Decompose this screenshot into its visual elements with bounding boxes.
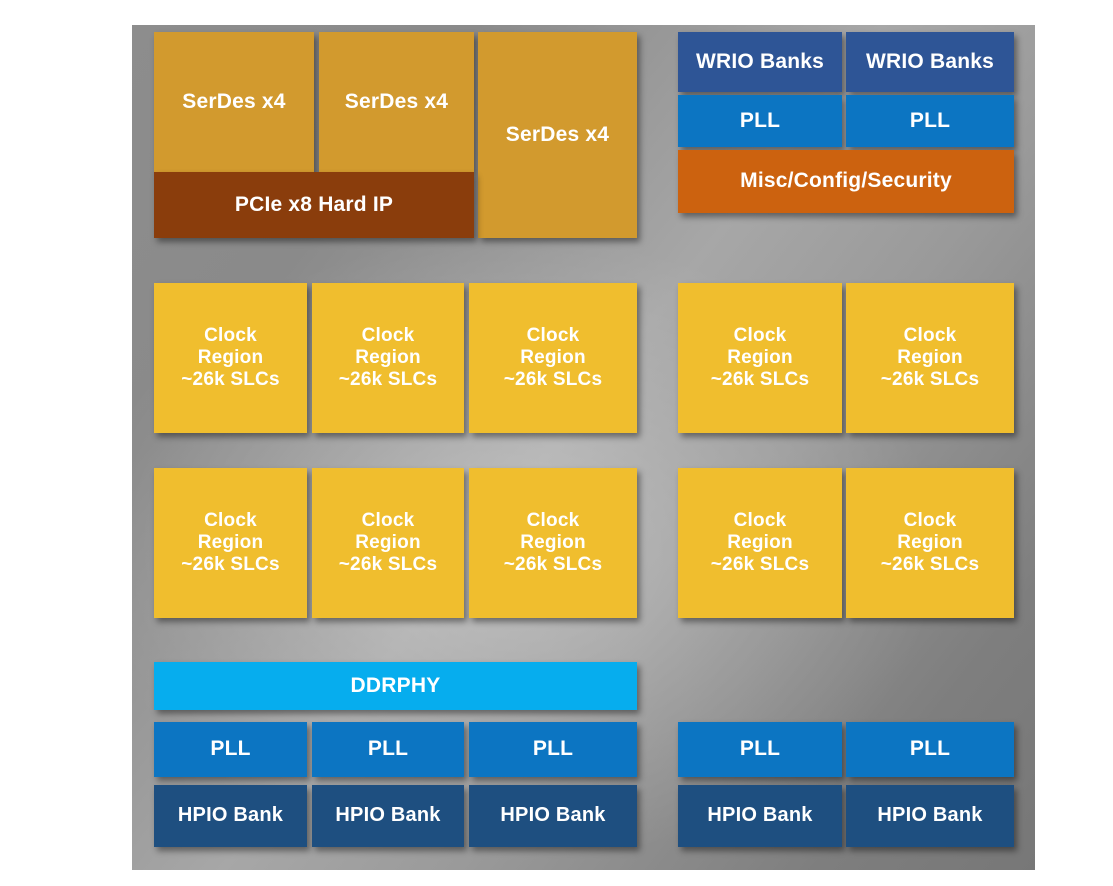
clock-region-line2: Region (197, 531, 264, 553)
hpio-bank-block-right-1[interactable]: HPIO Bank (678, 785, 842, 847)
clock-region-l1c2[interactable]: Clock Region ~26k SLCs (312, 283, 464, 433)
clock-region-line1: Clock (361, 509, 415, 531)
serdes-block-2[interactable]: SerDes x4 (319, 32, 474, 172)
clock-region-line3: ~26k SLCs (338, 369, 438, 391)
hpio-bank-block-left-2[interactable]: HPIO Bank (312, 785, 464, 847)
hpio-bank-block-right-2-label: HPIO Bank (877, 804, 983, 827)
clock-region-line1: Clock (903, 324, 957, 346)
clock-region-r2c1[interactable]: Clock Region ~26k SLCs (678, 468, 842, 618)
misc-config-security-label: Misc/Config/Security (740, 169, 952, 193)
clock-region-l2c3[interactable]: Clock Region ~26k SLCs (469, 468, 637, 618)
clock-region-line2: Region (727, 346, 793, 368)
ddrphy-block[interactable]: DDRPHY (154, 662, 637, 710)
pll-block-bottom-left-1-label: PLL (210, 737, 251, 761)
clock-region-l2c1[interactable]: Clock Region ~26k SLCs (154, 468, 307, 618)
clock-region-l1c3[interactable]: Clock Region ~26k SLCs (469, 283, 637, 433)
clock-region-line2: Region (355, 346, 421, 368)
clock-region-line1: Clock (204, 509, 257, 531)
serdes-block-1[interactable]: SerDes x4 (154, 32, 314, 172)
serdes-block-3[interactable]: SerDes x4 (478, 32, 637, 238)
pll-block-bottom-left-1[interactable]: PLL (154, 722, 307, 777)
clock-region-l2c2[interactable]: Clock Region ~26k SLCs (312, 468, 464, 618)
pll-block-top-2-label: PLL (909, 108, 951, 132)
clock-region-r1c1-labels: Clock Region ~26k SLCs (711, 325, 809, 391)
pll-block-bottom-right-2-label: PLL (909, 737, 951, 761)
clock-region-line3: ~26k SLCs (181, 554, 280, 576)
pll-block-bottom-left-2[interactable]: PLL (312, 722, 464, 777)
hpio-bank-block-right-2[interactable]: HPIO Bank (846, 785, 1014, 847)
clock-region-l1c1-labels: Clock Region ~26k SLCs (181, 325, 279, 391)
clock-region-l1c2-labels: Clock Region ~26k SLCs (339, 325, 437, 391)
clock-region-l2c2-labels: Clock Region ~26k SLCs (339, 510, 437, 576)
clock-region-r2c2[interactable]: Clock Region ~26k SLCs (846, 468, 1014, 618)
clock-region-line3: ~26k SLCs (880, 369, 980, 391)
clock-region-l1c3-labels: Clock Region ~26k SLCs (504, 325, 602, 391)
clock-region-line1: Clock (733, 509, 787, 531)
pll-block-bottom-left-2-label: PLL (367, 737, 409, 761)
pll-block-top-2[interactable]: PLL (846, 95, 1014, 147)
wrio-bank-block-2-label: WRIO Banks (865, 49, 995, 73)
clock-region-r1c2[interactable]: Clock Region ~26k SLCs (846, 283, 1014, 433)
clock-region-line2: Region (520, 346, 586, 368)
clock-region-line3: ~26k SLCs (181, 369, 280, 391)
clock-region-l2c3-labels: Clock Region ~26k SLCs (504, 510, 602, 576)
clock-region-r2c2-labels: Clock Region ~26k SLCs (881, 510, 979, 576)
wrio-bank-block-1-label: WRIO Banks (695, 49, 825, 73)
clock-region-line2: Region (355, 531, 421, 553)
clock-region-l1c1[interactable]: Clock Region ~26k SLCs (154, 283, 307, 433)
clock-region-line1: Clock (204, 324, 257, 346)
pll-block-top-1[interactable]: PLL (678, 95, 842, 147)
clock-region-line3: ~26k SLCs (710, 554, 810, 576)
hpio-bank-block-left-1[interactable]: HPIO Bank (154, 785, 307, 847)
clock-region-line3: ~26k SLCs (503, 554, 603, 576)
die-floorplan-panel: SerDes x4 SerDes x4 SerDes x4 PCIe x8 Ha… (132, 25, 1035, 870)
ddrphy-label: DDRPHY (350, 673, 441, 697)
clock-region-r1c2-labels: Clock Region ~26k SLCs (881, 325, 979, 391)
clock-region-line2: Region (197, 346, 264, 368)
clock-region-line1: Clock (733, 324, 787, 346)
clock-region-line3: ~26k SLCs (710, 369, 810, 391)
pll-block-bottom-right-1[interactable]: PLL (678, 722, 842, 777)
hpio-bank-block-left-2-label: HPIO Bank (335, 804, 441, 827)
misc-config-security-block[interactable]: Misc/Config/Security (678, 150, 1014, 213)
clock-region-line2: Region (520, 531, 586, 553)
serdes-block-3-label: SerDes x4 (505, 122, 610, 146)
clock-region-line3: ~26k SLCs (880, 554, 980, 576)
pll-block-top-1-label: PLL (739, 108, 781, 132)
pll-block-bottom-right-1-label: PLL (739, 737, 781, 761)
clock-region-line2: Region (897, 346, 963, 368)
clock-region-line2: Region (727, 531, 793, 553)
wrio-bank-block-1[interactable]: WRIO Banks (678, 32, 842, 92)
clock-region-line1: Clock (903, 509, 957, 531)
pll-block-bottom-left-3-label: PLL (532, 737, 574, 761)
clock-region-line1: Clock (526, 509, 580, 531)
hpio-bank-block-left-3[interactable]: HPIO Bank (469, 785, 637, 847)
serdes-block-1-label: SerDes x4 (182, 89, 286, 113)
pcie-hard-ip-block[interactable]: PCIe x8 Hard IP (154, 172, 474, 238)
clock-region-r2c1-labels: Clock Region ~26k SLCs (711, 510, 809, 576)
pll-block-bottom-right-2[interactable]: PLL (846, 722, 1014, 777)
hpio-bank-block-right-1-label: HPIO Bank (707, 804, 813, 827)
clock-region-line1: Clock (361, 324, 415, 346)
clock-region-line2: Region (897, 531, 963, 553)
pll-block-bottom-left-3[interactable]: PLL (469, 722, 637, 777)
hpio-bank-block-left-1-label: HPIO Bank (177, 804, 284, 827)
wrio-bank-block-2[interactable]: WRIO Banks (846, 32, 1014, 92)
clock-region-r1c1[interactable]: Clock Region ~26k SLCs (678, 283, 842, 433)
hpio-bank-block-left-3-label: HPIO Bank (500, 804, 606, 827)
clock-region-line3: ~26k SLCs (503, 369, 603, 391)
clock-region-l2c1-labels: Clock Region ~26k SLCs (181, 510, 279, 576)
clock-region-line1: Clock (526, 324, 580, 346)
pcie-hard-ip-label: PCIe x8 Hard IP (234, 192, 394, 216)
serdes-block-2-label: SerDes x4 (344, 89, 449, 113)
clock-region-line3: ~26k SLCs (338, 554, 438, 576)
